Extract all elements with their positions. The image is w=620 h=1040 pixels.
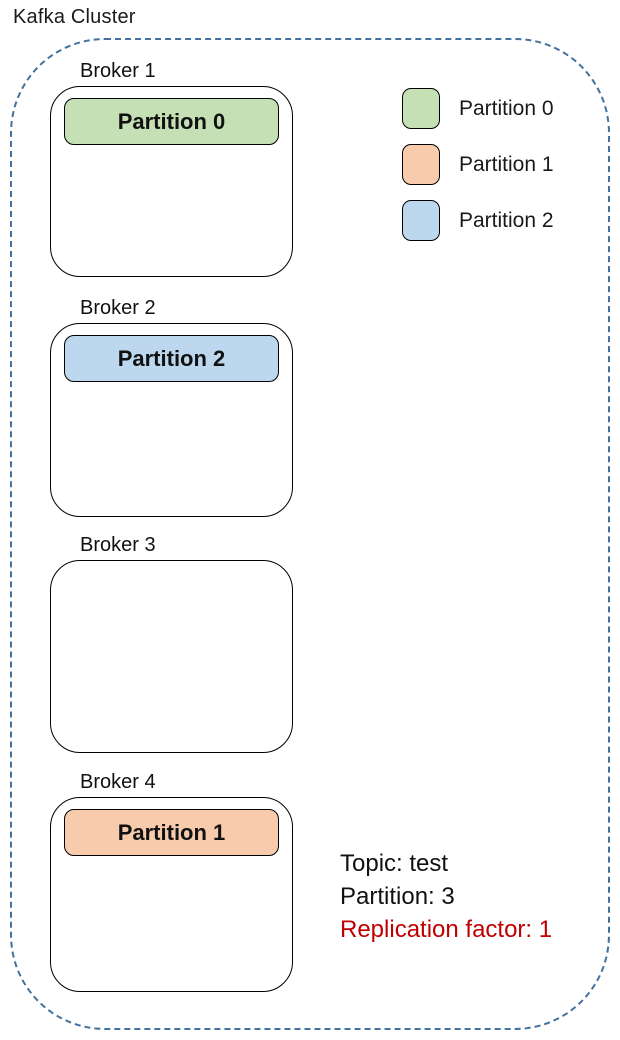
broker-4-label: Broker 4 [80,771,156,793]
broker-3-label: Broker 3 [80,534,156,556]
partition-1-chip: Partition 1 [64,809,279,856]
broker-3-group: Broker 3 [50,532,293,753]
partition-2-chip: Partition 2 [64,335,279,382]
topic-line: Topic: test [340,850,449,877]
broker-3-box [50,560,293,753]
topic-info: Topic: test Partition: 3 Replication fac… [340,847,552,946]
partition-0-swatch [402,88,440,129]
broker-1-box: Partition 0 [50,86,293,277]
broker-1-group: Broker 1 Partition 0 [50,58,293,277]
broker-4-box: Partition 1 [50,797,293,992]
broker-4-group: Broker 4 Partition 1 [50,769,293,992]
broker-1-label: Broker 1 [80,60,156,82]
cluster-boundary [10,38,610,1030]
cluster-title: Kafka Cluster [13,6,136,28]
partition-2-swatch [402,200,440,241]
legend-label-partition-2: Partition 2 [459,209,554,232]
broker-2-group: Broker 2 Partition 2 [50,295,293,517]
partition-1-swatch [402,144,440,185]
partition-0-chip: Partition 0 [64,98,279,145]
partition-count-line: Partition: 3 [340,883,455,910]
legend-label-partition-0: Partition 0 [459,97,554,120]
legend-label-partition-1: Partition 1 [459,153,554,176]
broker-2-label: Broker 2 [80,297,156,319]
broker-2-box: Partition 2 [50,323,293,517]
replication-factor-line: Replication factor: 1 [340,916,553,943]
